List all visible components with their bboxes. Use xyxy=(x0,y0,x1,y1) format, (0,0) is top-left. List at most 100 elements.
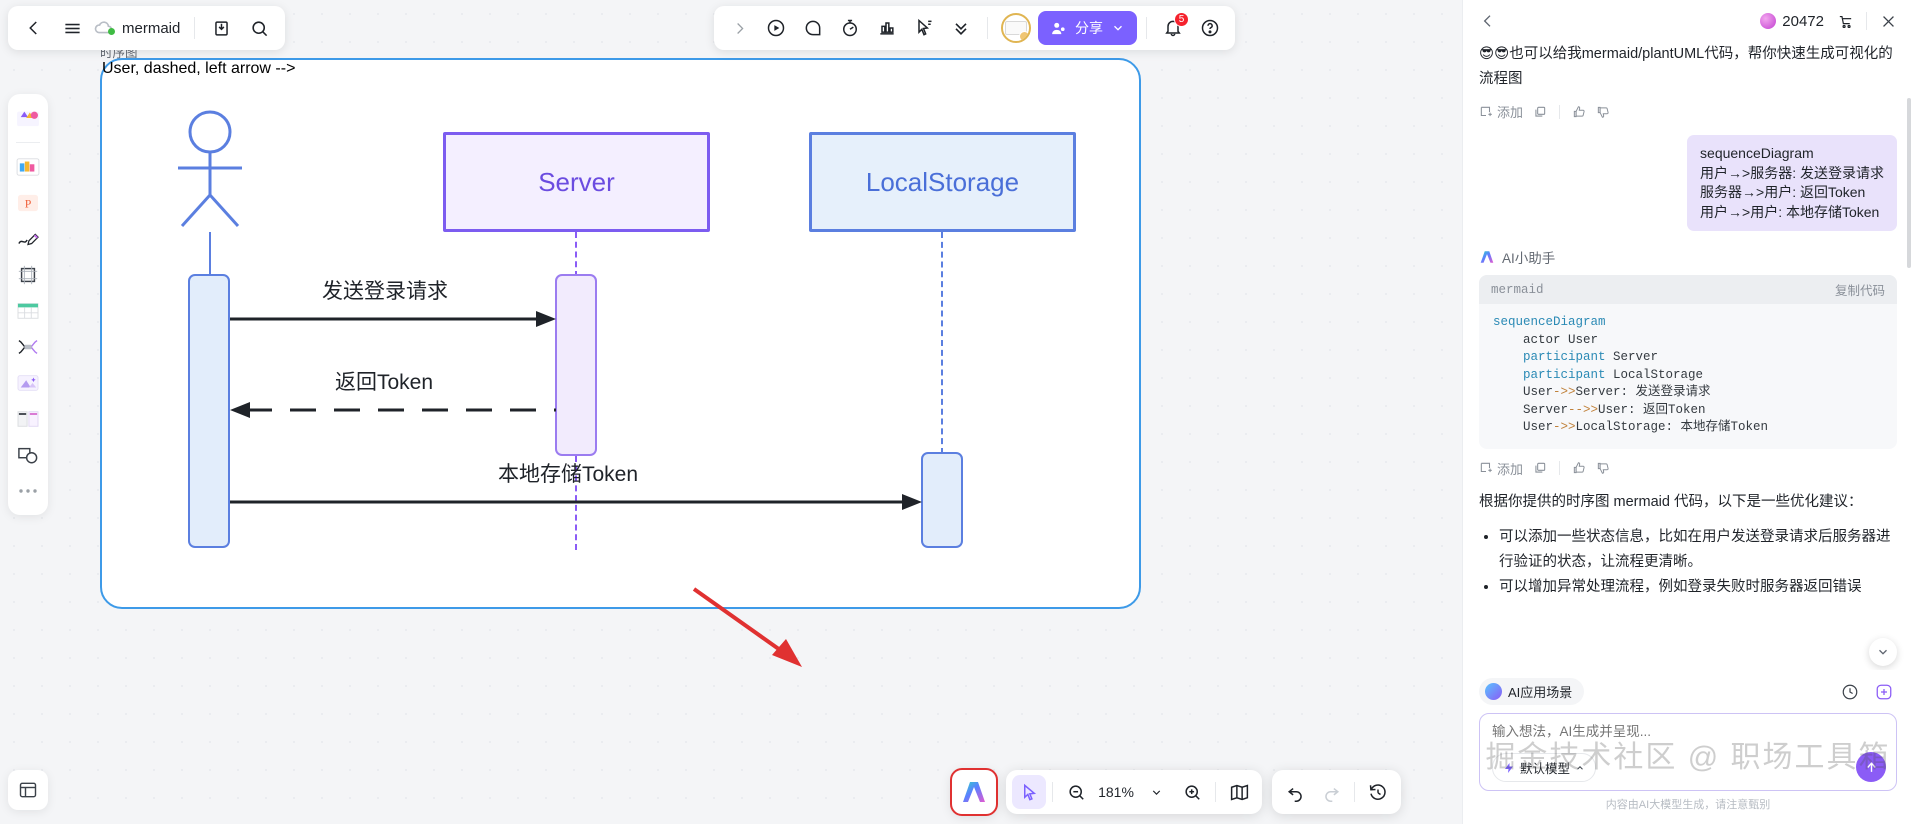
credits-value: 20472 xyxy=(1782,12,1824,30)
participant-box-localstorage[interactable]: LocalStorage xyxy=(809,132,1076,232)
code-token: sequenceDiagram xyxy=(1493,315,1606,329)
follow-cursor-button[interactable] xyxy=(907,11,941,45)
page-manager-button[interactable] xyxy=(8,770,48,810)
code-token: actor User xyxy=(1493,332,1599,347)
toolbar-divider-6 xyxy=(1354,782,1355,802)
disclaimer-note: 内容由AI大模型生成，请注意甄别 xyxy=(1605,799,1771,811)
share-button[interactable]: 分享 xyxy=(1038,11,1137,45)
notification-badge: 5 xyxy=(1174,12,1189,27)
send-button[interactable] xyxy=(1856,752,1886,782)
zoom-out-button[interactable] xyxy=(1059,775,1093,809)
copy-code-button[interactable]: 复制代码 xyxy=(1834,284,1885,298)
toolbar-divider-5 xyxy=(1215,782,1216,802)
sidebar-item-more[interactable] xyxy=(12,475,44,507)
sidebar-item-pen[interactable] xyxy=(12,223,44,255)
new-chat-button[interactable] xyxy=(1871,679,1897,705)
code-token: participant xyxy=(1523,367,1606,382)
sidebar-item-table[interactable] xyxy=(12,295,44,327)
credits-display[interactable]: 20472 xyxy=(1760,13,1824,30)
diagram-frame[interactable]: Server LocalStorage 发送登录请求 xyxy=(100,58,1141,609)
like-button-2[interactable] xyxy=(1572,461,1586,475)
copy-button[interactable] xyxy=(1533,105,1547,119)
zoom-in-button[interactable] xyxy=(1175,775,1209,809)
sidebar-item-frame[interactable] xyxy=(12,259,44,291)
add-to-canvas-button-2[interactable]: 添加 xyxy=(1479,459,1523,478)
message-actions-ai: 添加 xyxy=(1479,459,1897,478)
ai-scene-chip[interactable]: AI应用场景 xyxy=(1479,678,1585,705)
code-token: -->> xyxy=(1568,402,1599,417)
composer-input[interactable] xyxy=(1492,724,1884,739)
chat-history-button[interactable] xyxy=(1837,679,1863,705)
sidebar-item-shapes[interactable] xyxy=(12,102,44,134)
notifications-button[interactable]: 5 xyxy=(1156,11,1190,45)
code-token xyxy=(1493,368,1523,382)
activation-bar-server[interactable] xyxy=(555,274,597,456)
sidebar-item-ai-image[interactable] xyxy=(12,367,44,399)
sidebar-item-layout[interactable] xyxy=(12,403,44,435)
participant-box-server[interactable]: Server xyxy=(443,132,710,232)
page-manager-icon xyxy=(19,782,37,798)
copy-button-2[interactable] xyxy=(1533,461,1547,475)
panel-scrollbar[interactable] xyxy=(1907,98,1911,568)
redo-button[interactable] xyxy=(1314,775,1348,809)
collapse-button[interactable] xyxy=(944,11,978,45)
panel-close-button[interactable] xyxy=(1875,8,1901,34)
toolbar-divider-3 xyxy=(1146,17,1147,39)
toolbar-divider-2 xyxy=(987,17,988,39)
history-button[interactable] xyxy=(1361,775,1395,809)
model-selector[interactable]: 默认模型 xyxy=(1492,753,1597,782)
zoom-dropdown-button[interactable] xyxy=(1139,775,1173,809)
composer-box[interactable]: 默认模型 xyxy=(1479,713,1897,791)
mindmap-icon xyxy=(18,339,38,355)
timer-icon xyxy=(843,19,857,37)
ai-assistant-button[interactable] xyxy=(950,768,998,816)
timer-button[interactable] xyxy=(833,11,867,45)
suggestion-item: 可以增加异常处理流程，例如登录失败时服务器返回错误 xyxy=(1499,575,1897,600)
scroll-to-bottom-button[interactable] xyxy=(1869,638,1897,666)
sync-ok-dot xyxy=(108,28,115,35)
export-button[interactable] xyxy=(203,10,239,46)
like-button[interactable] xyxy=(1572,105,1586,119)
user-message-bubble: sequenceDiagram 用户→>服务器: 发送登录请求 服务器→>用户:… xyxy=(1687,135,1897,231)
expand-toolbar-button[interactable] xyxy=(722,11,756,45)
history-clock-icon xyxy=(1842,684,1858,699)
search-button[interactable] xyxy=(241,10,277,46)
sidebar-item-ppt[interactable]: P xyxy=(12,187,44,219)
back-button[interactable] xyxy=(16,10,52,46)
suggestion-item: 可以添加一些状态信息，比如在用户发送登录请求后服务器进行验证的状态，让流程更清晰… xyxy=(1499,525,1897,575)
menu-button[interactable] xyxy=(54,10,90,46)
lifeline-localstorage-top xyxy=(941,232,943,454)
message-label-3: 本地存储Token xyxy=(498,463,639,486)
comment-button[interactable] xyxy=(796,11,830,45)
code-block-header: mermaid 复制代码 xyxy=(1479,275,1897,304)
sidebar-item-shape-tools[interactable] xyxy=(12,439,44,471)
zoom-in-icon xyxy=(1184,784,1200,800)
minimap-button[interactable] xyxy=(1222,775,1256,809)
ai-scene-label: AI应用场景 xyxy=(1508,685,1573,700)
zoom-level-value[interactable]: 181% xyxy=(1098,784,1134,800)
document-title[interactable]: mermaid xyxy=(122,19,181,37)
sidebar-item-image[interactable] xyxy=(12,151,44,183)
code-token: Server xyxy=(1605,350,1659,364)
thumbs-down-icon xyxy=(1597,462,1609,474)
dislike-button[interactable] xyxy=(1596,105,1610,119)
add-to-canvas-button[interactable]: 添加 xyxy=(1479,102,1523,121)
close-icon xyxy=(1882,15,1894,27)
activation-bar-localstorage[interactable] xyxy=(921,452,963,548)
buy-credits-button[interactable] xyxy=(1832,8,1858,34)
activation-bar-user[interactable] xyxy=(188,274,230,548)
canvas-area[interactable]: 时序图 Server Loca xyxy=(0,0,1462,824)
actor-user-figure xyxy=(178,110,242,228)
chat-message-list[interactable]: 😎😎也可以给我mermaid/plantUML代码，帮你快速生成可视化的流程图 … xyxy=(1463,42,1913,670)
present-button[interactable] xyxy=(759,11,793,45)
cloud-sync-status[interactable] xyxy=(92,16,116,40)
sidebar-item-mindmap[interactable] xyxy=(12,331,44,363)
avatar[interactable] xyxy=(1001,13,1031,43)
undo-button[interactable] xyxy=(1278,775,1312,809)
panel-back-button[interactable] xyxy=(1475,8,1501,34)
help-button[interactable] xyxy=(1193,11,1227,45)
dislike-button-2[interactable] xyxy=(1596,461,1610,475)
stats-button[interactable] xyxy=(870,11,904,45)
panel-scrollbar-thumb[interactable] xyxy=(1907,98,1911,268)
select-tool-button[interactable] xyxy=(1012,775,1046,809)
